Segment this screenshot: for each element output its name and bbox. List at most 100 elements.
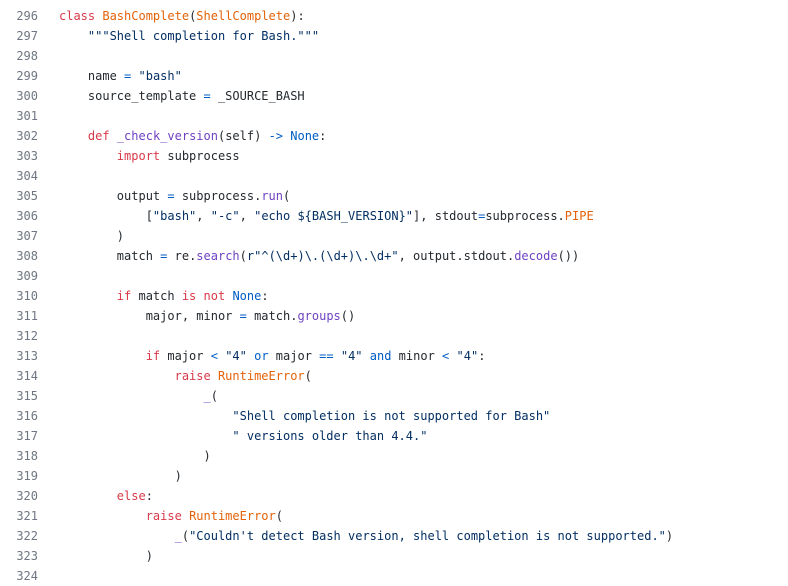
- code-line[interactable]: 301: [0, 106, 788, 126]
- code-line[interactable]: 299 name = "bash": [0, 66, 788, 86]
- code-token: def: [87, 129, 110, 143]
- code-token: _: [174, 529, 182, 543]
- code-token: <: [210, 349, 218, 363]
- code-token: ==: [319, 349, 334, 363]
- line-number[interactable]: 297: [16, 29, 38, 43]
- line-number[interactable]: 305: [16, 189, 38, 203]
- code-line[interactable]: 308 match = re.search(r"^(\d+)\.(\d+)\.\…: [0, 246, 788, 266]
- code-text: else:: [38, 486, 153, 506]
- line-number[interactable]: 308: [16, 249, 38, 263]
- code-line[interactable]: 319 ): [0, 466, 788, 486]
- code-text: match = re.search(r"^(\d+)\.(\d+)\.\d+",…: [38, 246, 579, 266]
- code-line[interactable]: 316 "Shell completion is not supported f…: [0, 406, 788, 426]
- line-number[interactable]: 310: [16, 289, 38, 303]
- code-token: RuntimeError: [189, 509, 276, 523]
- line-number[interactable]: 316: [16, 409, 38, 423]
- line-number[interactable]: 321: [16, 509, 38, 523]
- code-line[interactable]: 318 ): [0, 446, 788, 466]
- code-token: (: [283, 189, 291, 203]
- code-token: [196, 289, 203, 303]
- code-token: "bash": [152, 209, 197, 223]
- code-line[interactable]: 295: [0, 0, 788, 6]
- code-token: [59, 289, 117, 303]
- code-line[interactable]: 324: [0, 566, 788, 586]
- code-line[interactable]: 303 import subprocess: [0, 146, 788, 166]
- code-line[interactable]: 320 else:: [0, 486, 788, 506]
- code-token: =: [124, 69, 132, 83]
- line-number[interactable]: 299: [16, 69, 38, 83]
- code-token: =: [478, 209, 486, 223]
- line-number[interactable]: 324: [16, 569, 38, 583]
- code-token: (: [239, 249, 247, 263]
- code-line[interactable]: 313 if major < "4" or major == "4" and m…: [0, 346, 788, 366]
- code-line[interactable]: 314 raise RuntimeError(: [0, 366, 788, 386]
- line-number[interactable]: 303: [16, 149, 38, 163]
- code-line[interactable]: 315 _(: [0, 386, 788, 406]
- code-line[interactable]: 302 def _check_version(self) -> None:: [0, 126, 788, 146]
- code-token: and: [369, 349, 392, 363]
- code-token: raise: [145, 509, 182, 523]
- code-token: _SOURCE_BASH: [210, 89, 305, 103]
- line-number[interactable]: 304: [16, 169, 38, 183]
- code-line[interactable]: 312: [0, 326, 788, 346]
- code-line[interactable]: 304: [0, 166, 788, 186]
- code-token: :: [319, 129, 327, 143]
- code-text: "Shell completion is not supported for B…: [38, 406, 550, 426]
- code-token: "4": [225, 349, 247, 363]
- code-token: subprocess.: [174, 189, 262, 203]
- line-number[interactable]: 318: [16, 449, 38, 463]
- line-number[interactable]: 296: [16, 9, 38, 23]
- line-number[interactable]: 311: [16, 309, 38, 323]
- line-number[interactable]: 295: [0, 0, 38, 6]
- code-line[interactable]: 322 _("Couldn't detect Bash version, she…: [0, 526, 788, 546]
- line-number[interactable]: 320: [16, 489, 38, 503]
- code-token: (): [340, 309, 356, 323]
- code-line[interactable]: 317 " versions older than 4.4.": [0, 426, 788, 446]
- code-line[interactable]: 300 source_template = _SOURCE_BASH: [0, 86, 788, 106]
- code-token: ], stdout: [413, 209, 479, 223]
- code-token: output: [59, 189, 168, 203]
- code-token: (: [275, 509, 283, 523]
- code-token: run: [261, 189, 283, 203]
- line-number[interactable]: 302: [16, 129, 38, 143]
- line-number[interactable]: 307: [16, 229, 38, 243]
- code-line[interactable]: 311 major, minor = match.groups(): [0, 306, 788, 326]
- line-number[interactable]: 301: [16, 109, 38, 123]
- code-text: name = "bash": [38, 66, 182, 86]
- line-number[interactable]: 323: [16, 549, 38, 563]
- code-token: import: [116, 149, 161, 163]
- line-number[interactable]: 300: [16, 89, 38, 103]
- code-line[interactable]: 298: [0, 46, 788, 66]
- code-token: [59, 129, 88, 143]
- code-line[interactable]: 321 raise RuntimeError(: [0, 506, 788, 526]
- line-number[interactable]: 312: [16, 329, 38, 343]
- line-number[interactable]: 314: [16, 369, 38, 383]
- line-number[interactable]: 298: [16, 49, 38, 63]
- code-token: match: [131, 289, 182, 303]
- code-line[interactable]: 323 ): [0, 546, 788, 566]
- line-number[interactable]: 322: [16, 529, 38, 543]
- code-token: minor: [391, 349, 443, 363]
- line-number[interactable]: 315: [16, 389, 38, 403]
- code-line[interactable]: 309: [0, 266, 788, 286]
- code-text: raise RuntimeError(: [38, 366, 312, 386]
- line-number[interactable]: 309: [16, 269, 38, 283]
- code-line[interactable]: 305 output = subprocess.run(: [0, 186, 788, 206]
- code-token: [59, 509, 146, 523]
- code-line[interactable]: 310 if match is not None:: [0, 286, 788, 306]
- line-number[interactable]: 306: [16, 209, 38, 223]
- line-number[interactable]: 313: [16, 349, 38, 363]
- line-number[interactable]: 319: [16, 469, 38, 483]
- code-line[interactable]: 297 """Shell completion for Bash.""": [0, 26, 788, 46]
- code-token: PIPE: [564, 209, 594, 223]
- code-line[interactable]: 306 ["bash", "-c", "echo ${BASH_VERSION}…: [0, 206, 788, 226]
- code-text: ): [38, 446, 210, 466]
- code-line[interactable]: 307 ): [0, 226, 788, 246]
- code-token: "echo ${BASH_VERSION}": [254, 209, 414, 223]
- code-text: [38, 166, 59, 186]
- code-token: ):: [290, 9, 305, 23]
- line-number[interactable]: 317: [16, 429, 38, 443]
- code-text: [38, 326, 59, 346]
